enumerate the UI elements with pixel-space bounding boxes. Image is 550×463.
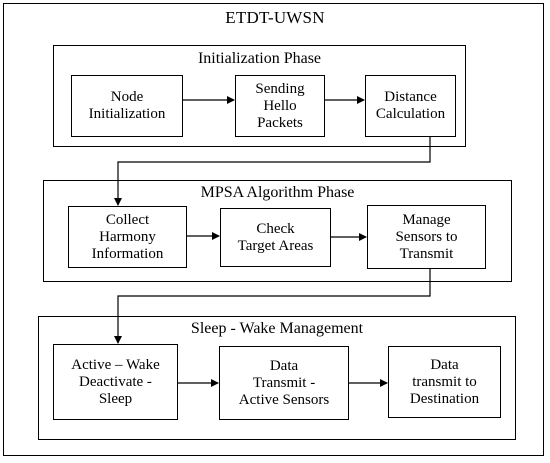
initialization-phase-title: Initialization Phase [197, 50, 322, 67]
distance-calculation-box: Distance Calculation [365, 75, 456, 137]
collect-harmony-information-box: Collect Harmony Information [68, 206, 187, 268]
sleep-wake-management-title: Sleep - Wake Management [190, 320, 364, 337]
manage-sensors-to-transmit-box: Manage Sensors to Transmit [367, 205, 486, 269]
data-transmit-active-sensors-box: Data Transmit - Active Sensors [219, 346, 349, 420]
active-wake-deactivate-sleep-box: Active – Wake Deactivate - Sleep [53, 344, 178, 420]
data-transmit-to-destination-box: Data transmit to Destination [388, 346, 501, 418]
node-initialization-box: Node Initialization [71, 75, 183, 137]
diagram-frame [3, 3, 544, 456]
mpsa-algorithm-phase-title: MPSA Algorithm Phase [200, 184, 355, 201]
sending-hello-packets-box: Sending Hello Packets [235, 75, 325, 137]
diagram-title: ETDT-UWSN [225, 8, 325, 27]
check-target-areas-box: Check Target Areas [220, 208, 331, 267]
